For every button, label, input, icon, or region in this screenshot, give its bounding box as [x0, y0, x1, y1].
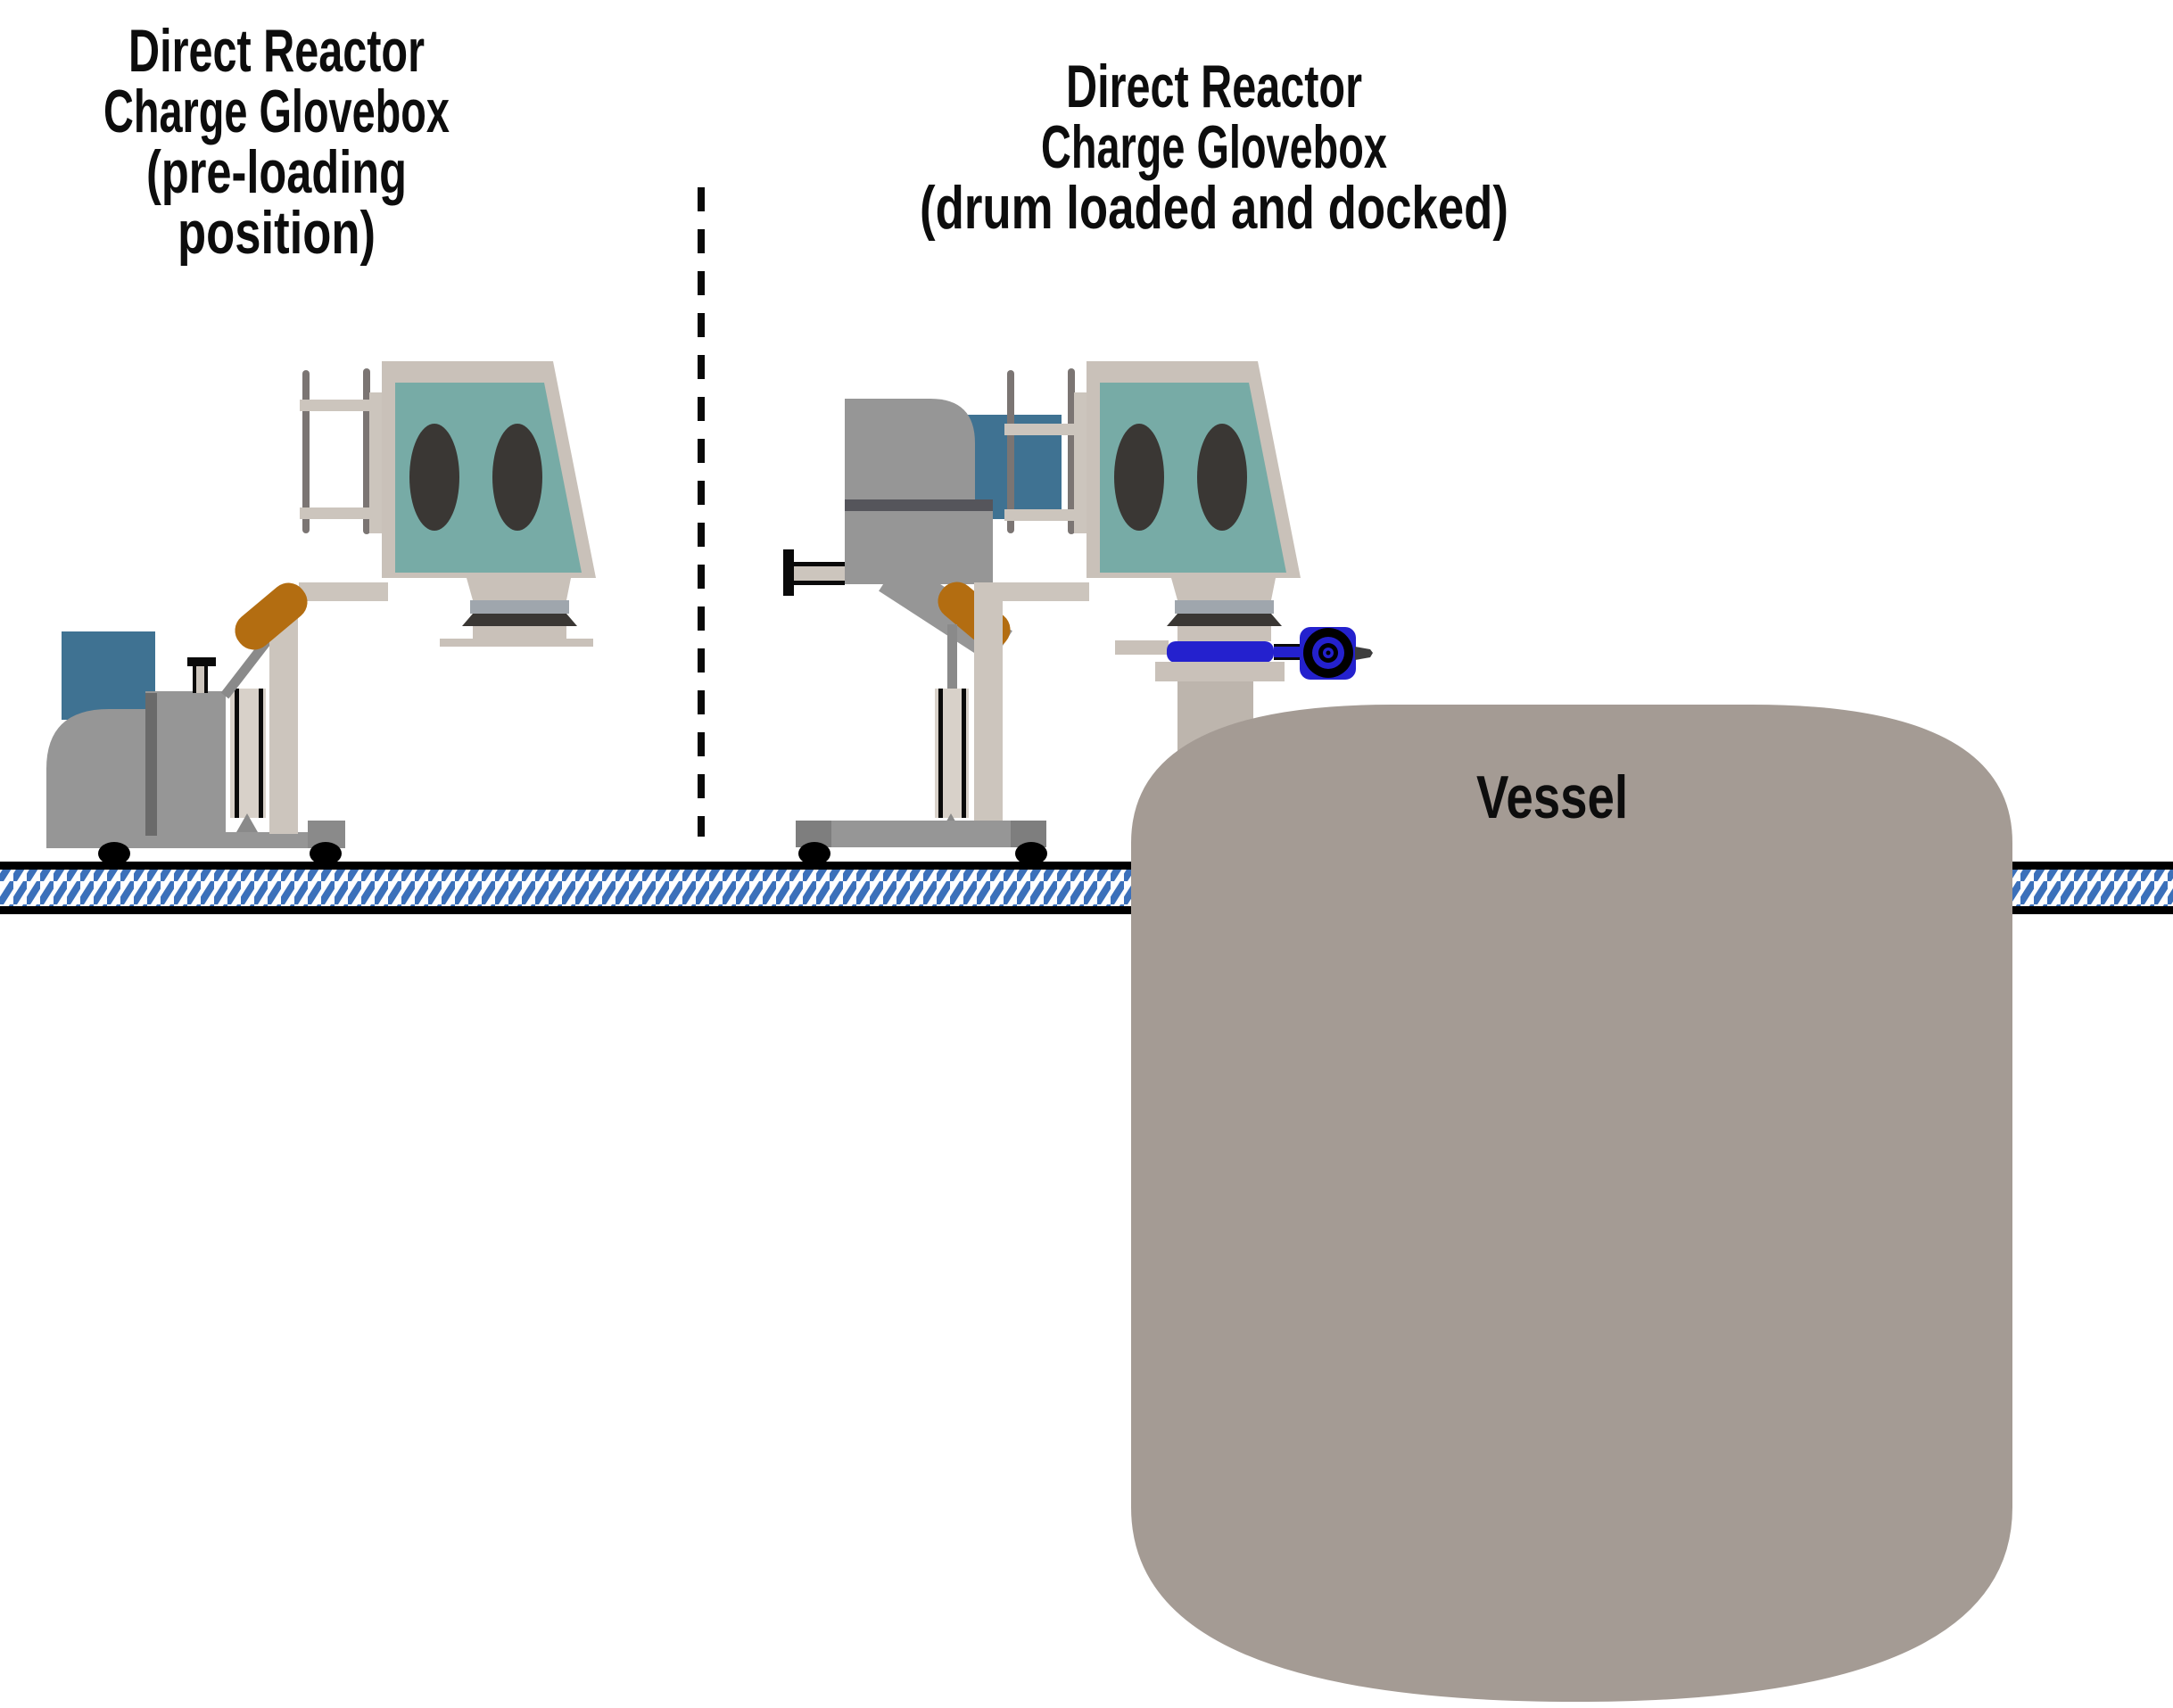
carriage-line-left	[938, 689, 943, 818]
stand-wheel-right	[1015, 842, 1047, 865]
plunger-rod-docked	[794, 566, 845, 581]
plunger-rod-top	[794, 562, 845, 566]
cart-base-platform	[171, 832, 345, 848]
mast	[269, 602, 298, 834]
left-title-line-3: (pre-loading	[146, 138, 407, 206]
plunger-t-handle	[187, 657, 216, 666]
lift-rod	[947, 624, 957, 691]
cart-wheel-right	[310, 842, 342, 865]
carriage-rail-line-left	[235, 689, 239, 818]
left-title-line-4: position)	[178, 199, 376, 267]
valve-shaft	[1274, 647, 1304, 657]
glovebox-assembly-docked	[783, 361, 1373, 865]
collar-plate	[369, 392, 382, 533]
glove-port-right	[492, 424, 542, 531]
carriage-pointer	[236, 813, 258, 832]
carriage-rail-line-right	[259, 689, 263, 818]
plunger-t-handle-docked	[783, 549, 794, 596]
funnel-neck	[467, 578, 571, 600]
collar-rung-top-docked	[1004, 424, 1076, 435]
valve-handwheel-dot	[1326, 650, 1331, 656]
support-arm	[299, 582, 388, 601]
plunger-rod-left	[193, 666, 196, 693]
vessel-label: Vessel	[1476, 763, 1628, 831]
stand-base-bar	[796, 821, 1046, 847]
cart-body-hump	[46, 709, 145, 848]
glove-port-right-docked	[1197, 424, 1247, 531]
cart-wheel-left	[98, 842, 130, 865]
cart-body-block	[145, 691, 226, 848]
collar-rung-bottom-docked	[1004, 509, 1076, 521]
vessel-nozzle-flange	[1155, 662, 1285, 681]
collar-rung-top	[300, 400, 373, 411]
cart-band-dark	[845, 499, 993, 511]
funnel-band-docked	[1175, 600, 1274, 614]
stand-wheel-left	[798, 842, 830, 865]
funnel-pedestal-docked	[1177, 626, 1271, 641]
right-title-line-2: Charge Glovebox	[1041, 113, 1387, 181]
left-title: Direct Reactor Charge Glovebox (pre-load…	[103, 17, 450, 267]
collar-rung-bottom	[300, 507, 373, 519]
valve-shaft-line-bottom	[1274, 657, 1304, 660]
cart-body-tilted-top	[845, 399, 975, 499]
funnel-clamp-docked	[1167, 614, 1282, 626]
right-title-line-3: (drum loaded and docked)	[920, 174, 1508, 242]
collar-rail-inner-docked	[1068, 368, 1075, 534]
plunger-rod	[196, 666, 204, 693]
valve-stem-tip	[1355, 647, 1373, 660]
glove-port-left	[409, 424, 459, 531]
charge-valve-body	[1167, 641, 1274, 663]
valve-flange-left	[1115, 640, 1169, 655]
valve-shaft-line-top	[1274, 644, 1304, 647]
funnel-base-plate	[440, 639, 593, 647]
lift-handle	[235, 582, 308, 650]
collar-rail-outer-docked	[1007, 370, 1014, 533]
cart-stripe	[145, 693, 157, 836]
floor-top-border	[0, 862, 2173, 870]
funnel-clamp	[462, 614, 577, 626]
plunger-rod-bottom	[794, 581, 845, 585]
support-arm-docked	[1003, 582, 1089, 601]
left-title-line-1: Direct Reactor	[128, 17, 425, 85]
vessel-body	[1131, 705, 2012, 1703]
drum	[62, 631, 155, 720]
carriage-line-right	[962, 689, 966, 818]
collar-plate-docked	[1074, 392, 1086, 533]
plunger-rod-right	[204, 666, 208, 693]
funnel-band	[470, 600, 569, 614]
funnel-neck-docked	[1171, 578, 1276, 600]
right-title: Direct Reactor Charge Glovebox (drum loa…	[920, 53, 1508, 242]
floor-bottom-border	[0, 906, 2173, 914]
left-title-line-2: Charge Glovebox	[103, 78, 450, 145]
glovebox-assembly-preloading	[46, 361, 596, 865]
vessel: Vessel	[1131, 705, 2012, 1703]
mast-docked	[974, 582, 1003, 821]
glove-port-left-docked	[1114, 424, 1164, 531]
right-title-line-1: Direct Reactor	[1066, 53, 1362, 120]
